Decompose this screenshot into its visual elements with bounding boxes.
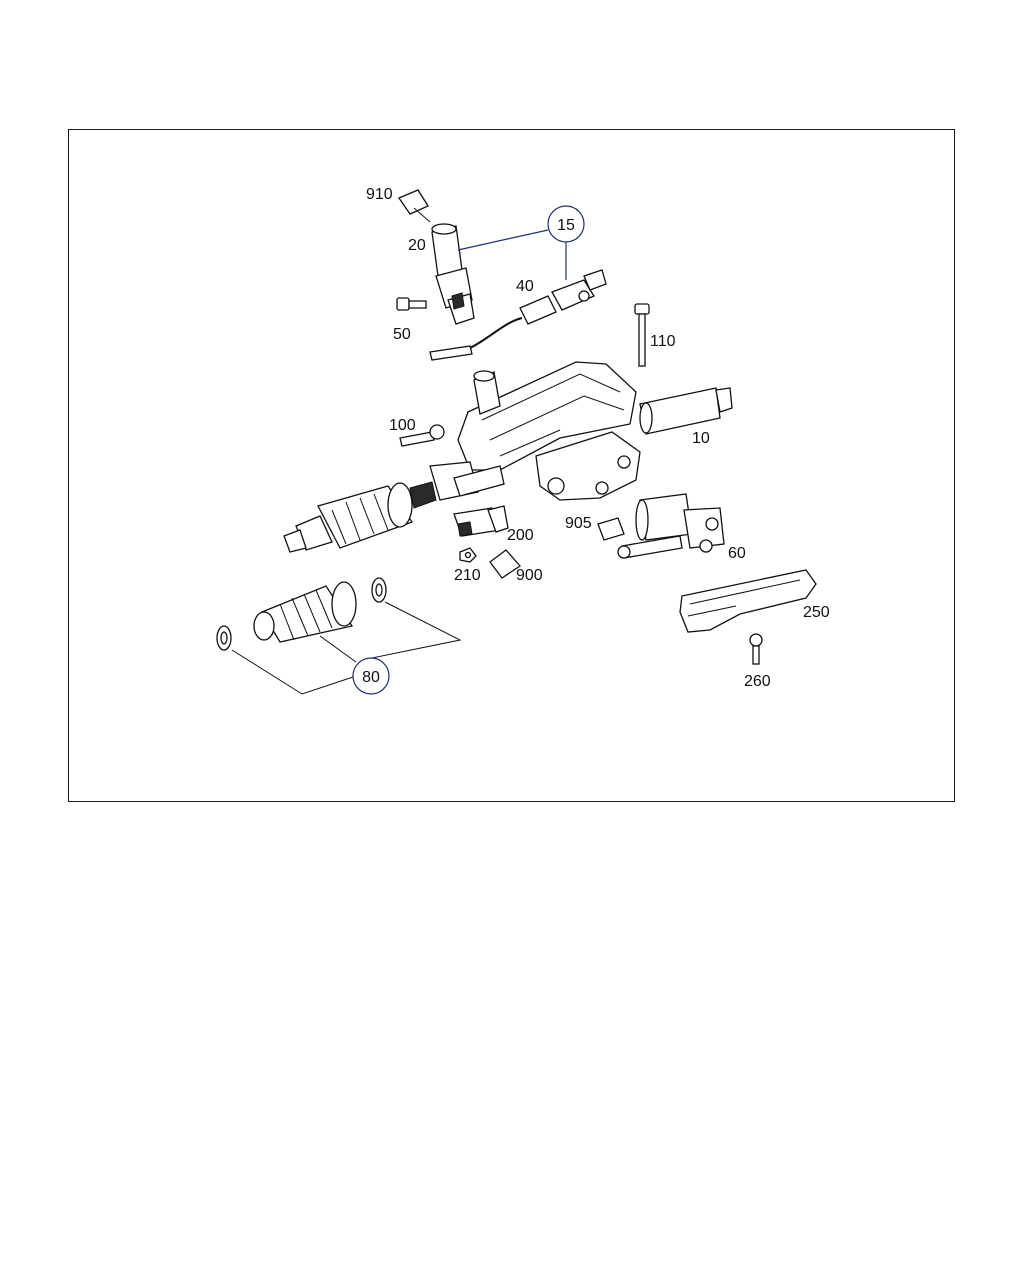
label-40: 40	[516, 278, 534, 295]
callout-80: 80	[352, 657, 390, 695]
part-910-sticker	[398, 189, 431, 223]
part-210-nut	[459, 547, 477, 563]
label-910: 910	[366, 186, 393, 203]
label-905: 905	[565, 515, 592, 532]
part-250-cover	[679, 569, 817, 633]
part-50-screw	[396, 297, 427, 311]
label-50: 50	[393, 326, 411, 343]
label-20: 20	[408, 237, 426, 254]
callout-80-label: 80	[362, 669, 380, 686]
part-905-sticker	[597, 517, 625, 541]
part-260-screw	[749, 633, 763, 665]
part-200-module	[453, 505, 509, 537]
diagram-frame	[68, 129, 955, 802]
part-900-label	[489, 549, 521, 579]
part-100-bolt	[399, 424, 445, 447]
part-110-bolt	[634, 303, 650, 367]
part-10-steering-column	[429, 361, 733, 501]
steering-boot-upper	[283, 481, 437, 553]
part-60-motor	[617, 493, 725, 559]
part-40-cable	[429, 269, 607, 361]
callout-15-label: 15	[557, 217, 575, 234]
leader-lines	[231, 229, 567, 695]
label-100: 100	[389, 417, 416, 434]
label-260: 260	[744, 673, 771, 690]
label-200: 200	[507, 527, 534, 544]
label-900: 900	[516, 567, 543, 584]
label-250: 250	[803, 604, 830, 621]
part-20-motor	[431, 223, 475, 325]
label-60: 60	[728, 545, 746, 562]
label-210: 210	[454, 567, 481, 584]
label-10: 10	[692, 430, 710, 447]
label-110: 110	[650, 333, 676, 350]
part-80-boot-kit	[216, 577, 387, 651]
callout-15: 15	[547, 205, 585, 243]
